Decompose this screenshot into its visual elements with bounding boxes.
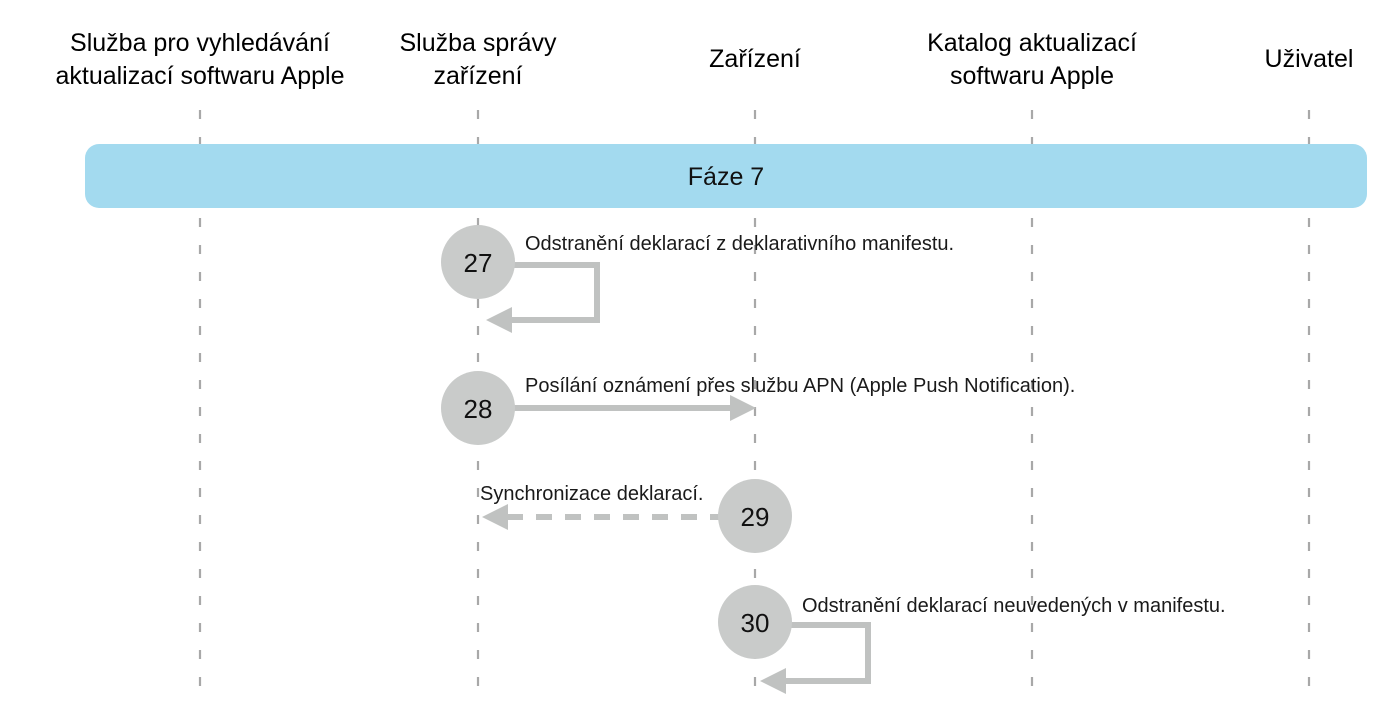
step-27: 27 Odstranění deklarací z deklarativního… [441,225,954,333]
step-28-label: Posílání oznámení přes službu APN (Apple… [525,375,1075,397]
phase-band-rect [85,144,1367,208]
lane-header-5: Uživatel [1265,45,1354,73]
step-27-badge [441,225,515,299]
step-29-arrow-head-icon [482,504,508,530]
step-29: 29 Synchronizace deklarací. [480,479,792,553]
lane-header-4-line2: softwaru Apple [950,62,1114,90]
step-28: 28 Posílání oznámení přes službu APN (Ap… [441,371,1075,445]
lane-headers: Služba pro vyhledávání aktualizací softw… [55,29,1353,90]
lane-header-1: Služba pro vyhledávání aktualizací softw… [55,29,344,90]
lane-header-1-line2: aktualizací softwaru Apple [55,62,344,90]
lane-header-1-line1: Služba pro vyhledávání [70,29,330,57]
step-27-arrow-path [500,262,600,323]
step-29-label: Synchronizace deklarací. [480,483,703,505]
step-30-arrow-path [777,622,871,684]
lane-header-4-line1: Katalog aktualizací [927,29,1137,57]
lane-header-3-line1: Zařízení [709,45,801,73]
lane-header-5-line1: Uživatel [1265,45,1354,73]
step-27-number: 27 [464,248,493,278]
lane-header-3: Zařízení [709,45,801,73]
step-30-arrow-head-icon [760,668,786,694]
step-28-arrow-head-icon [730,395,756,421]
phase-band-label: Fáze 7 [688,163,764,191]
lane-header-4: Katalog aktualizací softwaru Apple [927,29,1137,90]
step-29-number: 29 [741,502,770,532]
phase-band: Fáze 7 [85,144,1367,208]
step-29-badge [718,479,792,553]
lane-header-2-line1: Služba správy [399,29,557,57]
step-30-label: Odstranění deklarací neuvedených v manif… [802,595,1226,617]
lane-header-2: Služba správy zařízení [399,29,557,90]
step-28-badge [441,371,515,445]
step-27-arrow-head-icon [486,307,512,333]
lane-header-2-line2: zařízení [434,62,523,90]
step-30-badge [718,585,792,659]
step-30-number: 30 [741,608,770,638]
step-27-label: Odstranění deklarací z deklarativního ma… [525,233,954,255]
step-28-number: 28 [464,394,493,424]
step-30: 30 Odstranění deklarací neuvedených v ma… [718,585,1226,694]
